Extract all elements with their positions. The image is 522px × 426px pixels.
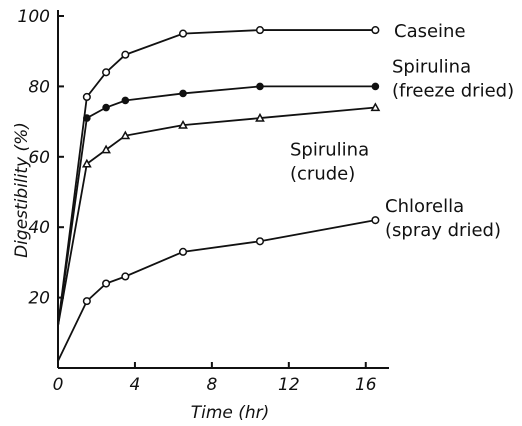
x-tick-label-0: 0	[53, 375, 64, 395]
series-label-line: (crude)	[290, 164, 355, 185]
x-tick-label-16: 16	[355, 375, 377, 395]
point-caseine-4	[178, 29, 188, 38]
x-tick-label-12: 12	[278, 375, 300, 395]
series-label-line: Chlorella	[385, 196, 464, 217]
point-spirulina-crude-3	[120, 130, 131, 140]
series-label-line: Caseine	[394, 21, 466, 42]
series-label-line: Spirulina	[392, 56, 471, 77]
point-chlorella-spray-dried-5	[255, 237, 265, 246]
y-axis-title: Digestibility (%)	[12, 122, 32, 258]
point-spirulina-freeze-dried-6	[371, 82, 380, 91]
point-spirulina-freeze-dried-5	[256, 82, 264, 91]
y-tick-label-20: 20	[28, 289, 50, 309]
y-tick-label-60: 60	[28, 148, 50, 168]
point-spirulina-crude-4	[178, 119, 188, 129]
point-caseine-6	[371, 26, 380, 35]
x-tick-label-4: 4	[130, 375, 141, 395]
y-tick-label-100: 100	[18, 7, 50, 27]
series-label-chlorella-spray-dried: Chlorella (spray dried)	[385, 196, 501, 241]
point-chlorella-spray-dried-1	[82, 297, 91, 306]
point-caseine-3	[121, 50, 130, 59]
series-label-line: (spray dried)	[385, 220, 501, 241]
point-spirulina-freeze-dried-4	[179, 89, 187, 98]
point-spirulina-crude-2	[101, 144, 111, 154]
point-chlorella-spray-dried-3	[121, 272, 130, 281]
point-spirulina-crude-6	[370, 102, 381, 112]
point-caseine-2	[102, 68, 111, 77]
series-layer	[57, 26, 381, 362]
y-tick-label-40: 40	[28, 218, 50, 238]
point-caseine-5	[255, 26, 265, 35]
point-spirulina-crude-5	[255, 112, 265, 122]
series-label-line: (freeze dried)	[392, 80, 514, 101]
x-axis-title: Time (hr)	[191, 403, 270, 423]
axes: 20 40 60 80 100 0 4 8 12 16	[18, 7, 389, 395]
point-spirulina-freeze-dried-3	[121, 96, 130, 105]
point-spirulina-freeze-dried-2	[102, 103, 110, 112]
x-tick-label-8: 8	[206, 375, 217, 395]
point-spirulina-crude-1	[81, 158, 92, 168]
point-chlorella-spray-dried-6	[371, 216, 380, 225]
series-line-chlorella-spray-dried	[57, 219, 376, 362]
series-label-spirulina-freeze-dried: Spirulina (freeze dried)	[392, 56, 514, 101]
y-tick-label-80: 80	[28, 77, 50, 97]
point-spirulina-freeze-dried-1	[83, 114, 91, 122]
series-label-caseine: Caseine	[394, 21, 466, 42]
point-chlorella-spray-dried-4	[178, 247, 188, 256]
series-label-line: Spirulina	[290, 140, 369, 161]
series-label-spirulina-crude: Spirulina (crude)	[290, 140, 369, 185]
point-chlorella-spray-dried-2	[102, 279, 111, 288]
point-caseine-1	[82, 92, 91, 102]
